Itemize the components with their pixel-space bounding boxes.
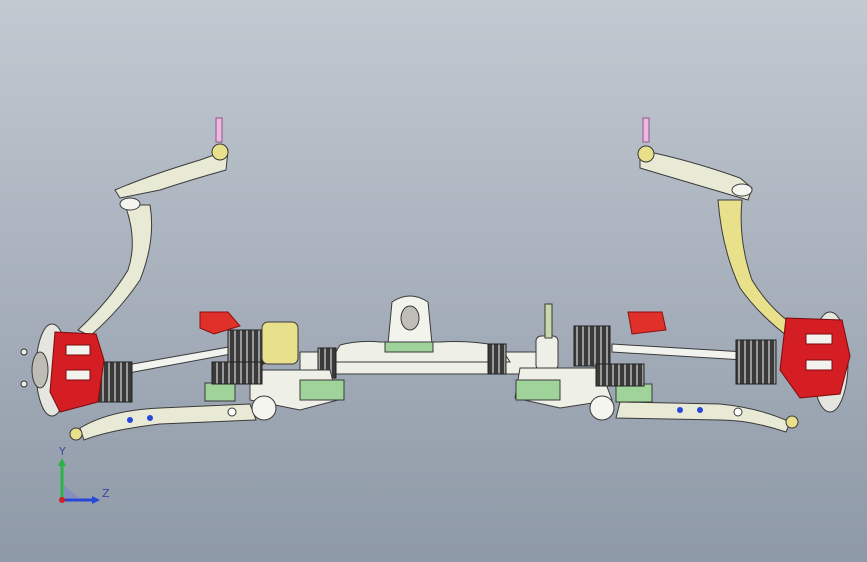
y-axis-label: Y	[58, 445, 66, 458]
cv-housing-left	[261, 321, 299, 365]
cv-boot-inner-left	[227, 329, 265, 365]
stud-left	[215, 117, 223, 143]
axis-triad: Y Z	[58, 445, 110, 504]
upper-arm-left	[77, 117, 229, 337]
lower-arm-right	[589, 395, 799, 433]
brake-caliper-right	[779, 317, 851, 399]
strut-left	[77, 204, 153, 337]
cv-boot-inner-right	[573, 325, 611, 367]
hub-right	[779, 311, 851, 413]
upper-ball-joint-left	[211, 143, 229, 161]
pinion-shaft	[544, 303, 553, 339]
damper-coil-right	[595, 363, 645, 387]
mount-block-right	[515, 379, 561, 401]
lower-bushing-right	[589, 395, 615, 421]
strut-right	[717, 199, 801, 339]
engine-mount-bushing	[400, 305, 420, 331]
triad-origin	[59, 497, 65, 503]
cv-boot-outer-right	[735, 339, 777, 385]
red-bracket-left	[199, 311, 241, 335]
lower-arm-left	[69, 395, 277, 441]
damper-coil-left	[211, 361, 263, 385]
lower-ball-joint-left	[69, 427, 83, 441]
red-bracket-right	[627, 311, 667, 335]
stud-right	[642, 117, 650, 143]
upper-bushing-left	[119, 197, 141, 211]
mount-block-left	[299, 379, 345, 401]
pinion-housing	[535, 335, 559, 371]
upper-arm-right	[637, 117, 801, 339]
engine-mount-base	[384, 341, 434, 353]
cv-boot-outer-left	[97, 361, 133, 403]
upper-bushing-right	[731, 183, 753, 197]
driveshaft-right	[573, 325, 777, 385]
hub-left	[20, 323, 105, 417]
mount-block-left-2	[204, 382, 236, 402]
z-axis-label: Z	[102, 487, 110, 500]
rack-boot-right	[487, 343, 507, 375]
mount-block-right-2	[615, 383, 653, 403]
lower-ball-joint-right	[785, 415, 799, 429]
upper-ball-joint-right	[637, 145, 655, 163]
lower-bushing-left	[251, 395, 277, 421]
